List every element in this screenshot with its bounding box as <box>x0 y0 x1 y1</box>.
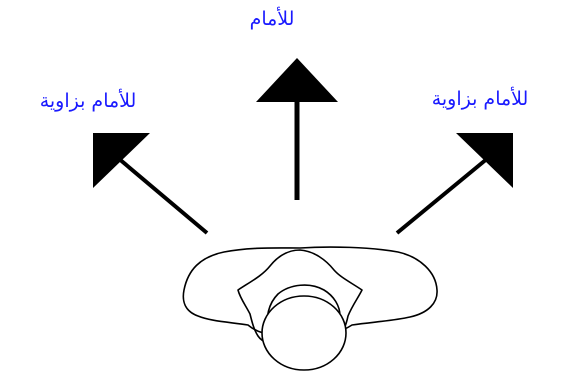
arrow-forward <box>256 58 338 200</box>
arrow-forward-right-shaft <box>395 156 490 235</box>
arrow-forward-right <box>395 133 513 235</box>
person-top-view <box>182 246 438 371</box>
label-forward-left: للأمام بزاوية <box>39 90 137 112</box>
label-forward: للأمام <box>249 8 295 30</box>
face-circle <box>261 295 347 371</box>
hair-contour <box>266 284 341 329</box>
arrow-forward-right-head <box>456 133 513 188</box>
label-forward-right: للأمام بزاوية <box>431 88 529 110</box>
arrow-forward-left-shaft <box>116 156 209 235</box>
arrow-forward-left-head <box>93 133 150 188</box>
arrow-forward-left <box>93 133 209 235</box>
arrow-forward-head <box>256 58 338 102</box>
